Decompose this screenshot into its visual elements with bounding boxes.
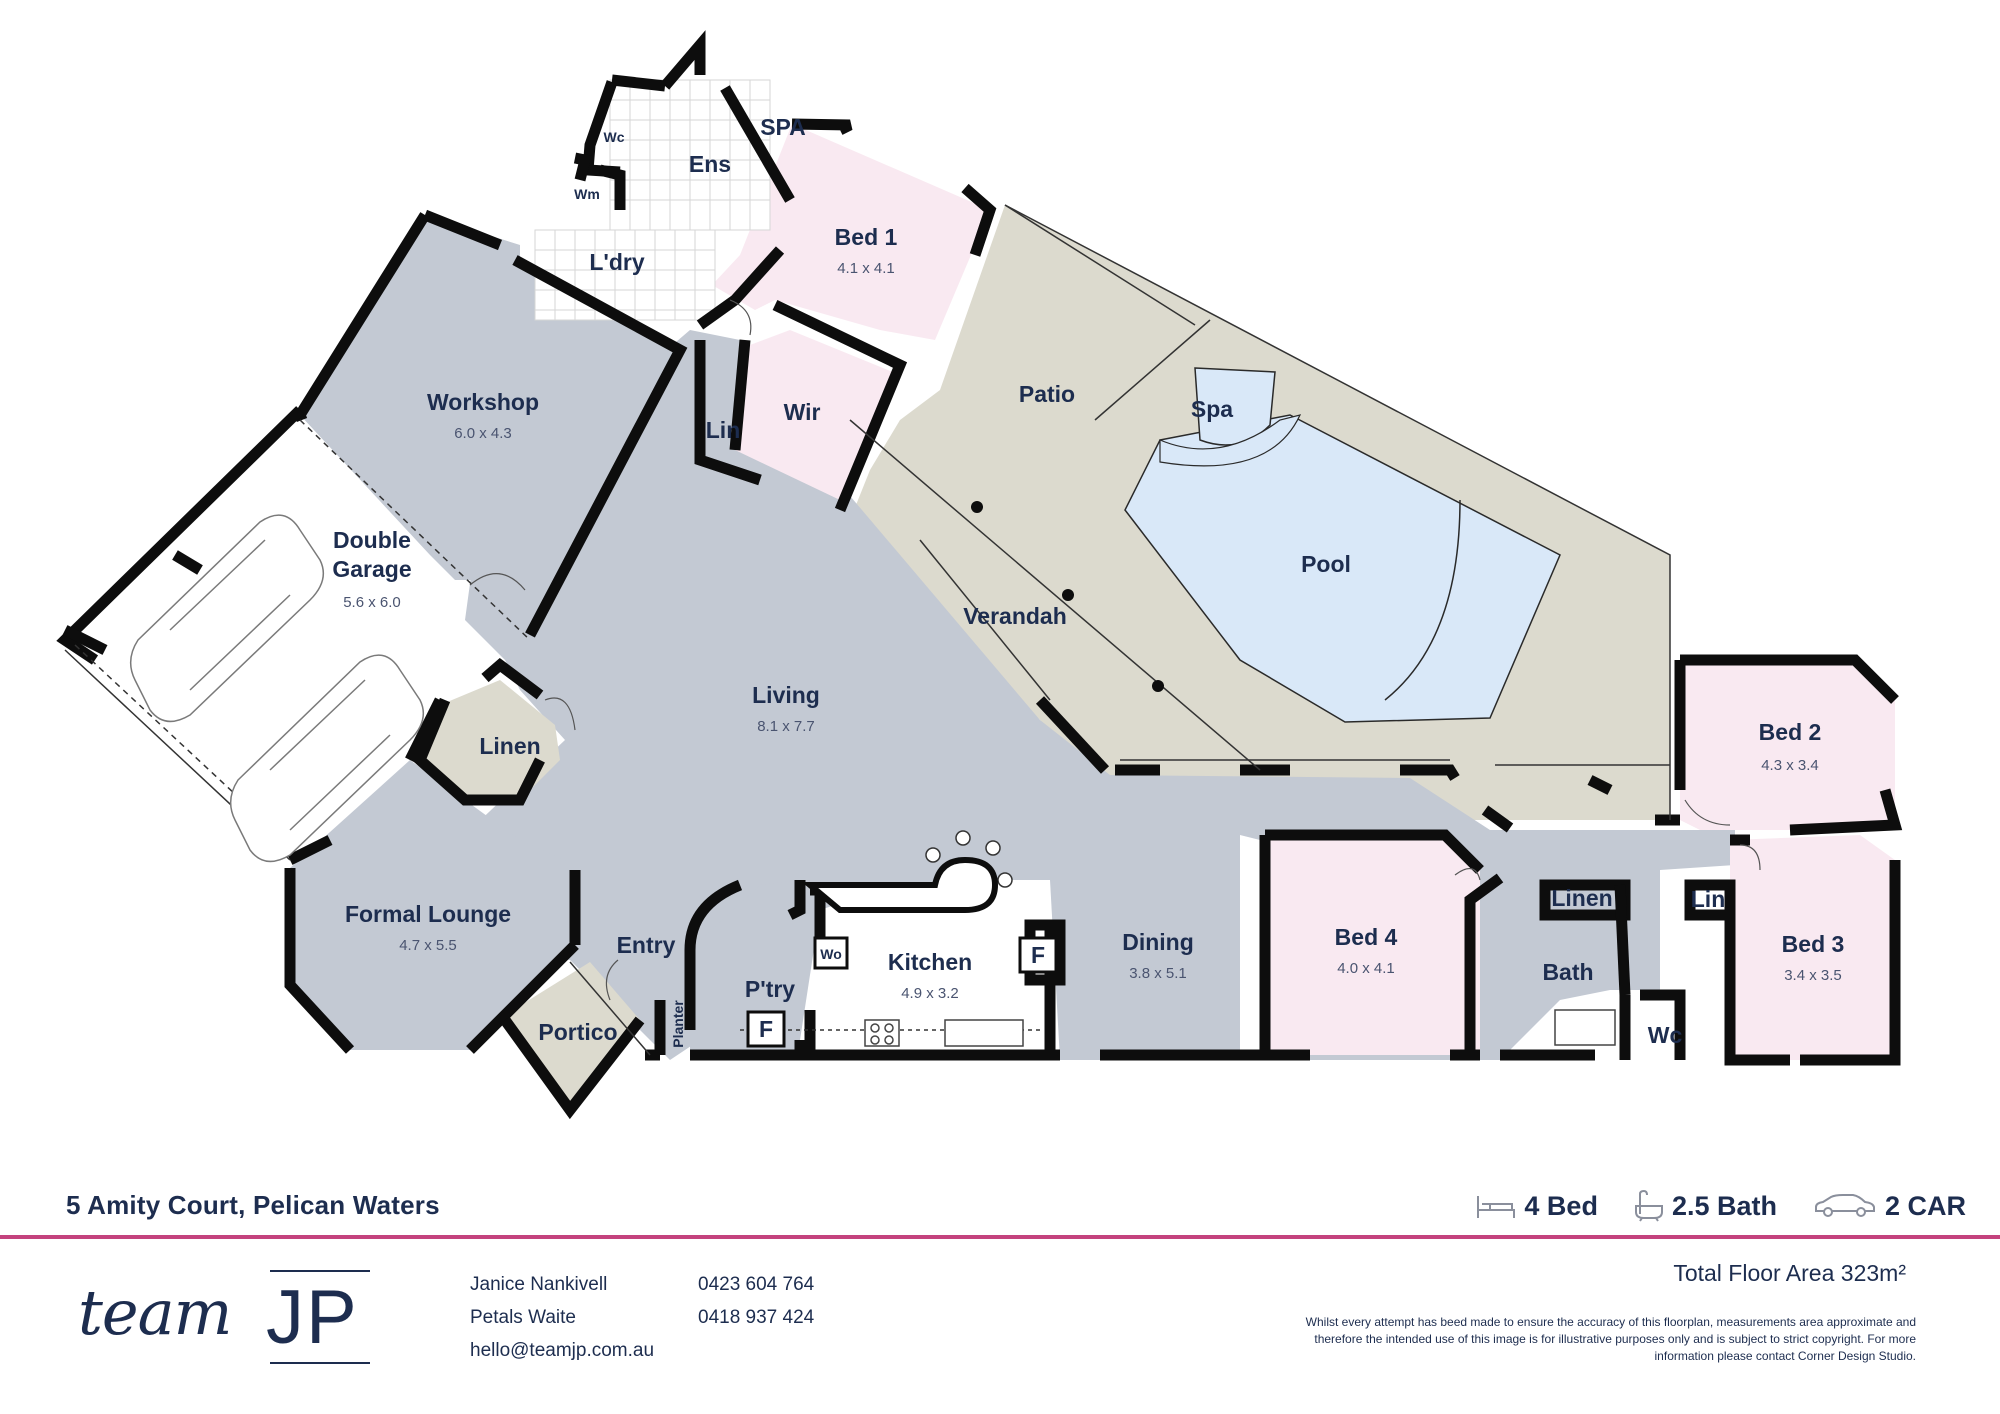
bed4-floor bbox=[1265, 835, 1480, 1055]
floor-plan: Bed 1 4.1 x 4.1 Workshop 6.0 x 4.3 Doubl… bbox=[56, 30, 1903, 1120]
label-spa-top: SPA bbox=[760, 114, 806, 140]
bed-icon bbox=[1477, 1196, 1516, 1218]
label-fridge: F bbox=[759, 1016, 773, 1042]
total-floor-area: Total Floor Area 323m² bbox=[1673, 1260, 1906, 1287]
label-lin-top: Lin bbox=[706, 417, 741, 443]
verandah-post bbox=[1152, 680, 1164, 692]
property-address: 5 Amity Court, Pelican Waters bbox=[66, 1190, 440, 1220]
property-features: 4 Bed 2.5 Bath 2 CAR bbox=[1476, 1190, 1966, 1222]
label-wir: Wir bbox=[784, 399, 821, 425]
beds-feature: 4 Bed bbox=[1476, 1191, 1598, 1222]
agent-email[interactable]: hello@teamjp.com.au bbox=[470, 1340, 655, 1361]
room-label-kitchen: Kitchen bbox=[888, 949, 972, 975]
kitchen-appliances bbox=[864, 1019, 1024, 1047]
car-icon bbox=[129, 514, 425, 863]
fridge-box bbox=[1018, 936, 1058, 974]
label-wc-top: Wc bbox=[604, 129, 625, 145]
fridge-box bbox=[746, 1010, 786, 1048]
label-linen-left: Linen bbox=[479, 733, 540, 759]
pool bbox=[1124, 414, 1561, 723]
room-label-bed4: Bed 4 bbox=[1335, 924, 1398, 950]
baths-feature: 2.5 Bath bbox=[1634, 1190, 1777, 1222]
room-dims-living: 8.1 x 7.7 bbox=[757, 718, 815, 735]
baths-count: 2.5 Bath bbox=[1671, 1190, 1777, 1221]
linen-left-floor bbox=[420, 680, 560, 800]
tile-grid bbox=[534, 79, 771, 321]
washing-machine-box bbox=[813, 936, 849, 970]
agent-phones: 0423 604 764 0418 937 424 bbox=[698, 1268, 814, 1334]
label-planter: Planter bbox=[670, 1000, 686, 1048]
bed2-floor bbox=[1680, 660, 1895, 830]
total-area-label: Total Floor Area bbox=[1673, 1260, 1835, 1286]
room-dims-bed4: 4.0 x 4.1 bbox=[1337, 960, 1395, 977]
agent2-name: Petals Waite bbox=[470, 1307, 576, 1328]
bathtub bbox=[1554, 1009, 1616, 1046]
label-wo: Wo bbox=[820, 946, 842, 962]
verandah-post bbox=[971, 501, 983, 513]
label-ldry: L'dry bbox=[589, 249, 645, 275]
label-lin-right: Lin bbox=[1691, 886, 1726, 912]
logo-letters: JP bbox=[266, 1275, 359, 1360]
cars-feature: 2 CAR bbox=[1813, 1191, 1966, 1222]
disclaimer: Whilst every attempt has beed made to en… bbox=[1305, 1315, 1916, 1363]
room-label-living: Living bbox=[752, 682, 820, 708]
total-area-value: 323m² bbox=[1840, 1260, 1906, 1286]
logo-bar bbox=[270, 1362, 370, 1364]
label-entry: Entry bbox=[617, 932, 676, 958]
car-icon bbox=[1814, 1194, 1875, 1217]
room-dims-kitchen: 4.9 x 3.2 bbox=[901, 985, 959, 1002]
walls bbox=[56, 30, 1903, 1120]
label-spa: Spa bbox=[1191, 396, 1233, 422]
room-label-workshop: Workshop bbox=[427, 389, 539, 415]
bath-icon bbox=[1634, 1190, 1663, 1222]
kitchen-floor bbox=[690, 880, 800, 1050]
room-dims-dining: 3.8 x 5.1 bbox=[1129, 965, 1187, 982]
room-dims-bed2: 4.3 x 3.4 bbox=[1761, 757, 1819, 774]
agent2-phone[interactable]: 0418 937 424 bbox=[698, 1307, 815, 1328]
room-label-dining: Dining bbox=[1122, 929, 1194, 955]
label-wm: Wm bbox=[574, 186, 600, 202]
bed3-floor bbox=[1730, 835, 1895, 1060]
room-label-bed3: Bed 3 bbox=[1782, 931, 1845, 957]
label-verandah: Verandah bbox=[963, 603, 1067, 629]
logo-bar bbox=[270, 1270, 370, 1272]
room-dims-bed1: 4.1 x 4.1 bbox=[837, 260, 895, 277]
label-ens: Ens bbox=[689, 151, 731, 177]
room-label-formal-lounge: Formal Lounge bbox=[345, 901, 511, 927]
label-portico: Portico bbox=[538, 1019, 617, 1045]
label-patio: Patio bbox=[1019, 381, 1075, 407]
bar-stools bbox=[925, 830, 1013, 888]
label-pool: Pool bbox=[1301, 551, 1351, 577]
pool-step-curve bbox=[1384, 499, 1461, 701]
door-swings bbox=[469, 299, 1761, 1001]
kitchen-island bbox=[801, 856, 999, 913]
room-dims-workshop: 6.0 x 4.3 bbox=[454, 425, 512, 442]
room-label-double: Double bbox=[333, 527, 411, 553]
agent-contacts: Janice Nankivell Petals Waite hello@team… bbox=[470, 1268, 654, 1367]
room-dims-garage: 5.6 x 6.0 bbox=[343, 594, 401, 611]
label-wc-right: Wc bbox=[1648, 1022, 1683, 1048]
cars-count: 2 CAR bbox=[1884, 1190, 1966, 1221]
formal-lounge-floor bbox=[290, 760, 575, 1050]
agent1-phone[interactable]: 0423 604 764 bbox=[698, 1274, 815, 1295]
team-jp-logo: team JP bbox=[78, 1268, 378, 1368]
room-dims-bed3: 3.4 x 3.5 bbox=[1784, 967, 1842, 984]
footer-divider bbox=[0, 1235, 2000, 1239]
verandah-post bbox=[1062, 589, 1074, 601]
room-dims-formal-lounge: 4.7 x 5.5 bbox=[399, 937, 457, 954]
logo-script-text: team bbox=[78, 1276, 232, 1349]
label-pantry: P'try bbox=[745, 976, 795, 1002]
room-label-bed1: Bed 1 bbox=[835, 224, 898, 250]
label-bath: Bath bbox=[1542, 959, 1593, 985]
label-linen-right: Linen bbox=[1551, 885, 1612, 911]
room-label-garage: Garage bbox=[332, 556, 411, 582]
beds-count: 4 Bed bbox=[1524, 1190, 1598, 1221]
portico-floor bbox=[505, 962, 640, 1110]
label-fridge-dining: F bbox=[1031, 942, 1045, 968]
agent1-name: Janice Nankivell bbox=[470, 1274, 608, 1295]
room-label-bed2: Bed 2 bbox=[1759, 719, 1822, 745]
